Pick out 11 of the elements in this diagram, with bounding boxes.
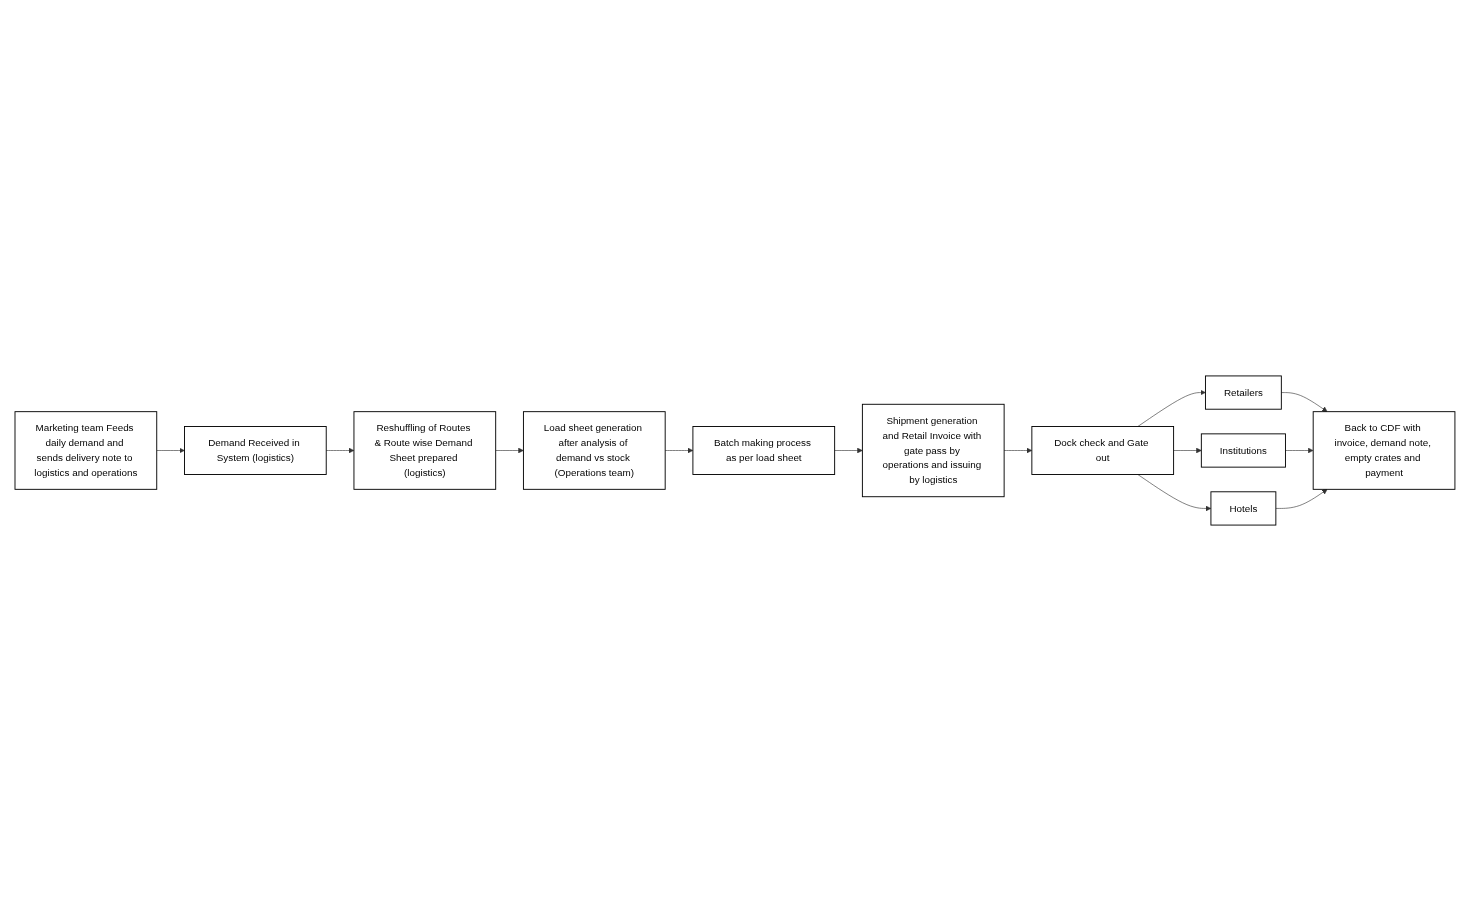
- node-box: Shipment generation and Retail Invoice with gate pass by operations and issuing by logistics: [861, 403, 1005, 498]
- node-box: Load sheet generation after analysis of demand vs stock (Operations team): [523, 411, 666, 490]
- node-box: Batch making process as per load sheet: [692, 426, 836, 475]
- node-box: Reshuffling of Routes & Route wise Demand Sheet prepared (logistics): [353, 411, 497, 490]
- node-box: Back to CDF with invoice, demand note, empty crates and payment: [1312, 411, 1456, 490]
- node-box: Marketing team Feeds daily demand and sends delivery note to logistics and operations: [14, 411, 158, 490]
- node-box: Retailers: [1205, 375, 1282, 410]
- node-box: Institutions: [1200, 433, 1286, 468]
- node-box: Hotels: [1210, 491, 1277, 526]
- node-box: Dock check and Gate out: [1031, 426, 1175, 475]
- node-box: Demand Received in System (logistics): [184, 426, 327, 475]
